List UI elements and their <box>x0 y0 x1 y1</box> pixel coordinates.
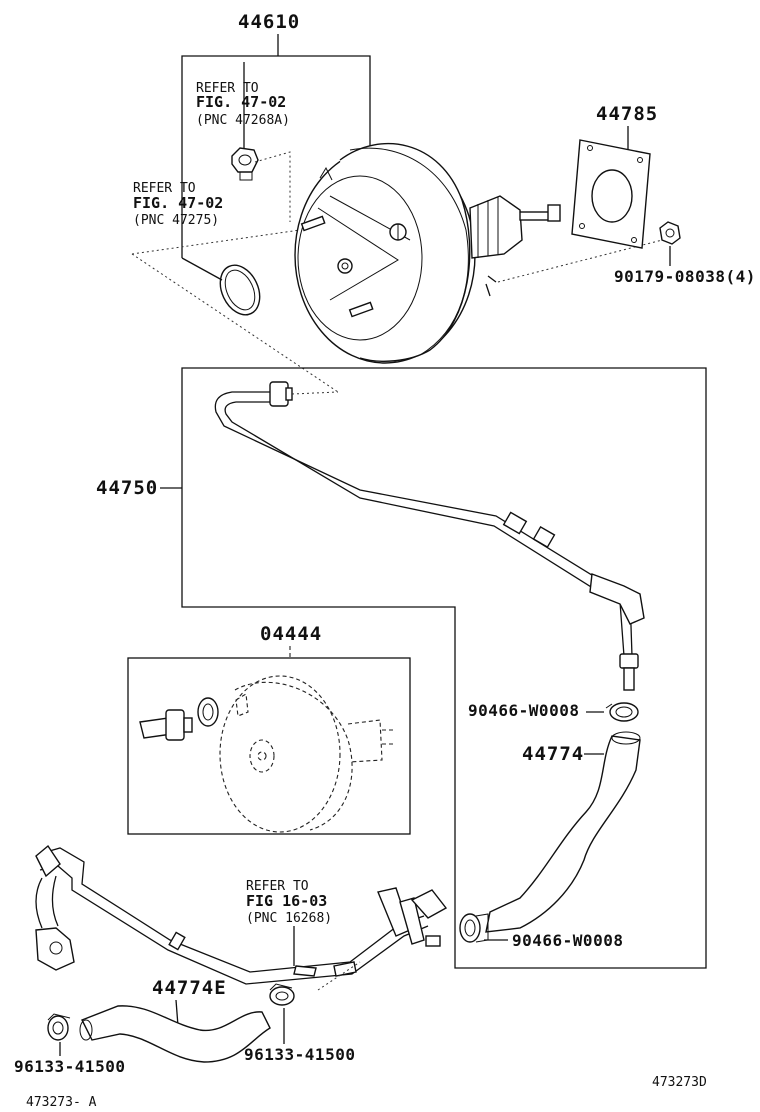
ref3-pnc: (PNC 16268) <box>246 911 332 926</box>
check-valve-nut <box>231 147 259 181</box>
part-number-clip-upper[interactable]: 90466-W0008 <box>468 701 579 720</box>
ref2-fig[interactable]: FIG. 47-02 <box>133 194 223 212</box>
hose-clip-lower <box>459 913 489 943</box>
intake-pipe[interactable] <box>35 844 448 985</box>
brake-booster[interactable] <box>294 142 561 364</box>
part-number-kit[interactable]: 04444 <box>260 623 322 645</box>
drawing-id: 473273D <box>652 1075 707 1090</box>
ref2-pnc: (PNC 47275) <box>133 213 219 228</box>
mounting-nut <box>659 221 681 245</box>
part-number-gasket[interactable]: 44785 <box>596 103 658 125</box>
vacuum-pipe[interactable] <box>214 381 645 691</box>
part-number-nut[interactable]: 90179-08038(4) <box>614 267 756 286</box>
hose-clamp-right <box>269 983 295 1006</box>
part-number-clamp-right[interactable]: 96133-41500 <box>244 1045 355 1064</box>
ref1-pnc: (PNC 47268A) <box>196 113 290 128</box>
ref1-line1: REFER TO <box>196 81 259 96</box>
ref3-line1: REFER TO <box>246 879 309 894</box>
part-number-booster[interactable]: 44610 <box>238 11 300 33</box>
part-number-clip-lower[interactable]: 90466-W0008 <box>512 931 623 950</box>
part-number-hose-lower[interactable]: 44774E <box>152 977 227 999</box>
ref3-fig[interactable]: FIG 16-03 <box>246 892 327 910</box>
part-number-hose-upper[interactable]: 44774 <box>522 743 584 765</box>
vacuum-hose-lower[interactable] <box>79 1005 271 1063</box>
o-ring <box>219 264 261 316</box>
hose-clamp-left <box>47 1013 71 1041</box>
vacuum-hose-upper[interactable] <box>485 731 641 933</box>
gasket-plate[interactable] <box>571 139 651 249</box>
figure-code: 473273- A <box>26 1095 97 1110</box>
ref1-fig[interactable]: FIG. 47-02 <box>196 93 286 111</box>
part-number-clamp-left[interactable]: 96133-41500 <box>14 1057 125 1076</box>
ref2-line1: REFER TO <box>133 181 196 196</box>
repair-kit[interactable] <box>139 675 396 833</box>
part-number-vacuum-pipe[interactable]: 44750 <box>96 477 158 499</box>
hose-clip-upper <box>605 702 639 722</box>
